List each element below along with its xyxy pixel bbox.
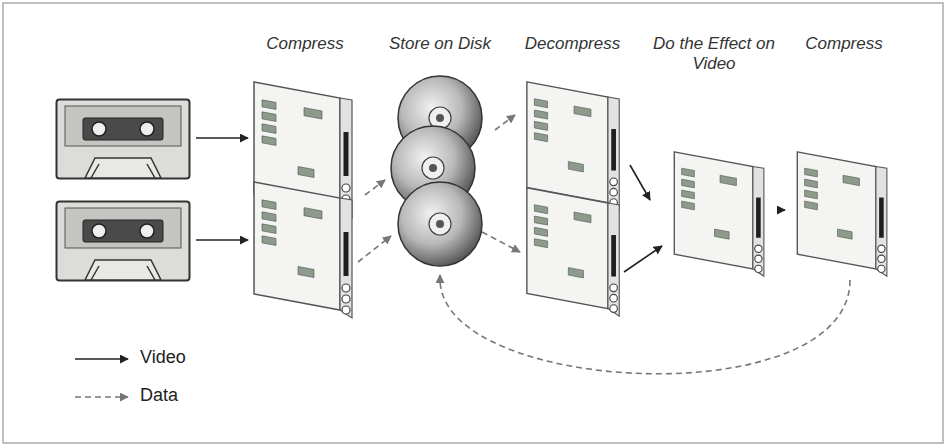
video-arrow [196,137,248,139]
card-column: Store on Disk [385,30,495,275]
compress-card [797,152,887,276]
data-arrow [482,232,520,252]
decompress-card [527,188,619,316]
column-heading: Do the Effect on Video [650,30,778,74]
data-connector [440,275,850,374]
video-arrow [196,239,248,241]
card-column: Compress [785,30,903,280]
video-arrow [624,246,662,272]
video-connector [778,209,785,211]
effect-card [674,152,764,276]
card-column: Compress [245,30,365,210]
card-column: Decompress [515,30,630,210]
frame [3,3,943,443]
compress-card [254,182,352,318]
column-heading: Decompress [515,30,630,54]
data-connector [495,115,515,130]
legend-data-sample [75,396,128,398]
legend-text: Data [140,385,178,406]
disk [398,182,482,266]
legend-video-sample [75,358,128,360]
data-connector [365,180,385,195]
tape-cassette [57,202,190,281]
card-column: Do the Effect on Video [650,30,778,280]
data-arrow [358,236,391,262]
column-heading: Store on Disk [385,30,495,54]
column-heading: Compress [245,30,365,54]
video-connector [630,165,650,200]
tape-cassette [57,100,190,179]
legend-text: Video [140,347,186,368]
column-heading: Compress [785,30,903,54]
